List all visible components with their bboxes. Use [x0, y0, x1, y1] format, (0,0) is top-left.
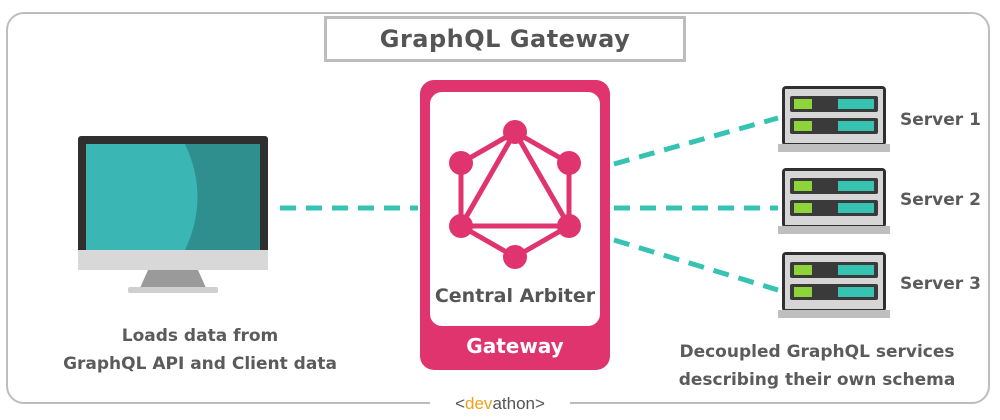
server-3-label: Server 3	[900, 274, 981, 294]
client-caption: Loads data from GraphQL API and Client d…	[30, 322, 370, 378]
graphql-logo-icon	[449, 120, 581, 269]
server-2-label: Server 2	[900, 190, 981, 210]
diagram-title: GraphQL Gateway	[324, 16, 686, 62]
client-caption-line2: GraphQL API and Client data	[63, 354, 337, 374]
server-rack-icon	[778, 252, 890, 318]
server-rack-icon	[778, 86, 890, 152]
brand-rest: athon	[492, 394, 535, 413]
server-1-label: Server 1	[900, 110, 981, 130]
gateway-server3-connector	[613, 237, 779, 293]
client-caption-line1: Loads data from	[121, 326, 279, 346]
brand-prefix: <	[455, 394, 466, 413]
server-rack-icon	[778, 168, 890, 234]
brand-accent: dev	[465, 394, 493, 413]
brand-suffix: >	[534, 394, 545, 413]
desktop-monitor-icon	[78, 136, 268, 293]
connectors	[280, 115, 779, 293]
gateway-server1-connector	[613, 115, 779, 167]
central-arbiter-label: Central Arbiter	[434, 285, 596, 307]
servers-caption-line1: Decoupled GraphQL services	[679, 342, 955, 362]
servers-caption-line2: describing their own schema	[678, 370, 956, 390]
gateway-label: Gateway	[466, 334, 564, 358]
servers-caption: Decoupled GraphQL services describing th…	[672, 338, 962, 394]
devathon-logo: <devathon>	[430, 394, 570, 416]
